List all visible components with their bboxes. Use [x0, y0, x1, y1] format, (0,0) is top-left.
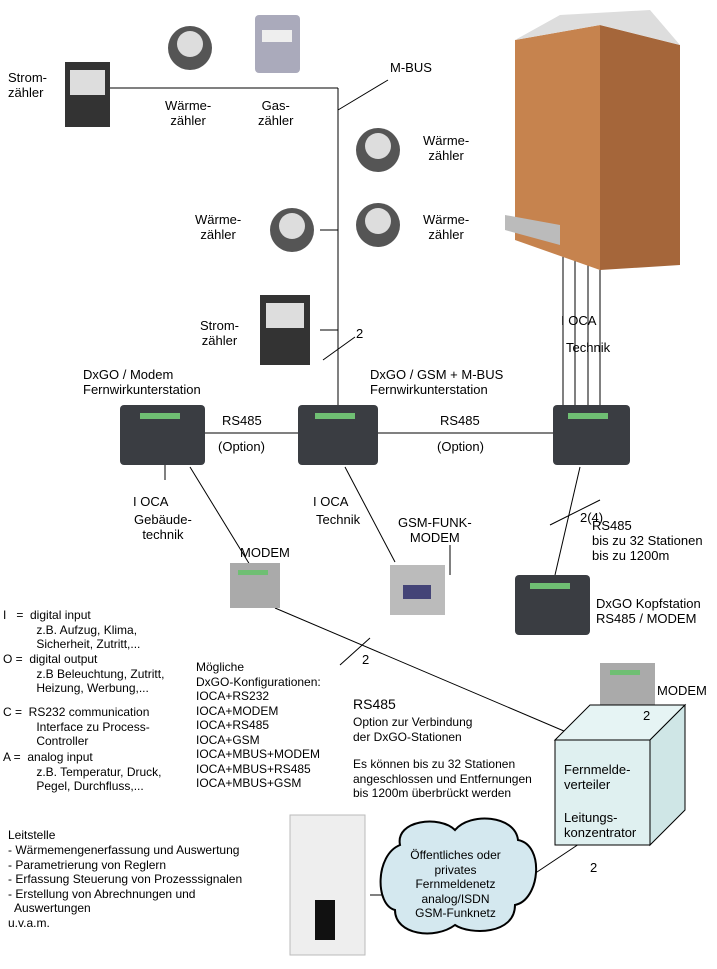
leitstelle-list: - Wärmemengenerfassung und Auswertung - … — [8, 843, 242, 930]
leitstelle-item: - Erfassung Steuerung von Prozesssignale… — [8, 872, 243, 886]
left-ioca: I OCA — [133, 494, 169, 509]
label-waerme-right1: Wärme- zähler — [423, 133, 470, 163]
station-middle-icon — [298, 405, 378, 465]
label-waerme-top: Wärme- zähler — [165, 98, 212, 128]
station-left-icon — [120, 405, 205, 465]
config-item: IOCA+MBUS+RS485 — [196, 761, 311, 776]
configs-title: Mögliche DxGO-Konfigurationen: — [196, 660, 321, 689]
station-devices — [120, 405, 655, 705]
bus-count: 2 — [356, 326, 364, 341]
connection-lines — [110, 79, 646, 896]
label-waerme-left: Wärme- zähler — [195, 212, 242, 242]
leitstelle-item: - Erstellung von Abrechnungen und Auswer… — [8, 886, 196, 916]
leitstelle-item: - Wärmemengenerfassung und Auswertung — [8, 843, 240, 857]
config-item: IOCA+MODEM — [196, 703, 279, 718]
station-right-icon — [553, 405, 630, 465]
legend-c: C = RS232 communication Interface zu Pro… — [3, 705, 150, 748]
option-label-a: (Option) — [218, 439, 265, 454]
station-left-title: DxGO / Modem Fernwirkunterstation — [83, 367, 201, 397]
label-mbus: M-BUS — [390, 60, 432, 75]
label-strom-top: Strom- zähler — [8, 70, 47, 100]
middle-ioca: I OCA — [313, 494, 349, 509]
head-station-icon — [515, 575, 590, 635]
label-strom-bottom: Strom- zähler — [200, 318, 239, 348]
box-count: 2 — [590, 860, 598, 875]
box-label-konzentrator: Leitungs- konzentrator — [564, 810, 637, 840]
rs485-note-sub: Option zur Verbindung der DxGO-Stationen — [353, 715, 473, 744]
modem-left-icon — [230, 563, 280, 608]
rs485-label-a: RS485 — [222, 413, 262, 428]
modem-left-label: MODEM — [240, 545, 290, 560]
config-item: IOCA+MBUS+MODEM — [196, 747, 321, 761]
count-2-4: 2(4) — [580, 510, 604, 525]
middle-technik: Technik — [316, 512, 361, 527]
modem-right-label: MODEM — [657, 683, 707, 698]
rs485-note-title: RS485 — [353, 696, 396, 712]
label-gas: Gas- zähler — [258, 98, 294, 128]
config-item: IOCA+RS232 — [196, 689, 270, 703]
config-item: IOCA+GSM — [196, 732, 260, 747]
cloud-label: Öffentliches oder privates Fernmeldenetz… — [410, 848, 501, 920]
cloud-icon — [379, 817, 538, 935]
legend-a: A = analog input z.B. Temperatur, Druck,… — [3, 750, 162, 793]
leitstelle-title: Leitstelle — [8, 828, 56, 842]
config-item: IOCA+RS485 — [196, 718, 270, 732]
station-middle-title: DxGO / GSM + M-BUS Fernwirkunterstation — [370, 367, 504, 397]
rs485-right-label: RS485 bis zu 32 Stationen bis zu 1200m — [592, 518, 703, 563]
label-waerme-right2: Wärme- zähler — [423, 212, 470, 242]
building-technik: Technik — [566, 340, 611, 355]
leitstelle-item: - Parametrierung von Reglern — [8, 857, 167, 872]
building-icon — [505, 10, 680, 270]
leitstelle-footer: u.v.a.m. — [8, 915, 50, 930]
pc-tower-icon — [289, 814, 366, 956]
meter-icons — [65, 15, 400, 365]
box-label-verteiler: Fernmelde- verteiler — [564, 762, 631, 792]
modem-right-icon — [600, 663, 655, 705]
distribution-box-icon — [553, 703, 687, 847]
head-station-label: DxGO Kopfstation RS485 / MODEM — [596, 596, 701, 626]
left-technik: Gebäude- technik — [134, 512, 192, 542]
rs485-note-body: Es können bis zu 32 Stationen angeschlos… — [353, 757, 532, 800]
count-line: 2 — [362, 652, 370, 667]
legend-i: I = digital input z.B. Aufzug, Klima, Si… — [3, 608, 141, 651]
gsm-modem-label: GSM-FUNK- MODEM — [398, 515, 472, 545]
building-ioca: I OCA — [561, 313, 597, 328]
legend-o: O = digital output z.B Beleuchtung, Zutr… — [3, 652, 165, 695]
gas-meter-icon — [255, 15, 300, 73]
configs-list: IOCA+RS232 IOCA+MODEM IOCA+RS485 IOCA+GS… — [196, 689, 320, 791]
config-item: IOCA+MBUS+GSM — [196, 776, 302, 790]
rs485-label-b: RS485 — [440, 413, 480, 428]
option-label-b: (Option) — [437, 439, 484, 454]
count-modem: 2 — [643, 708, 651, 723]
